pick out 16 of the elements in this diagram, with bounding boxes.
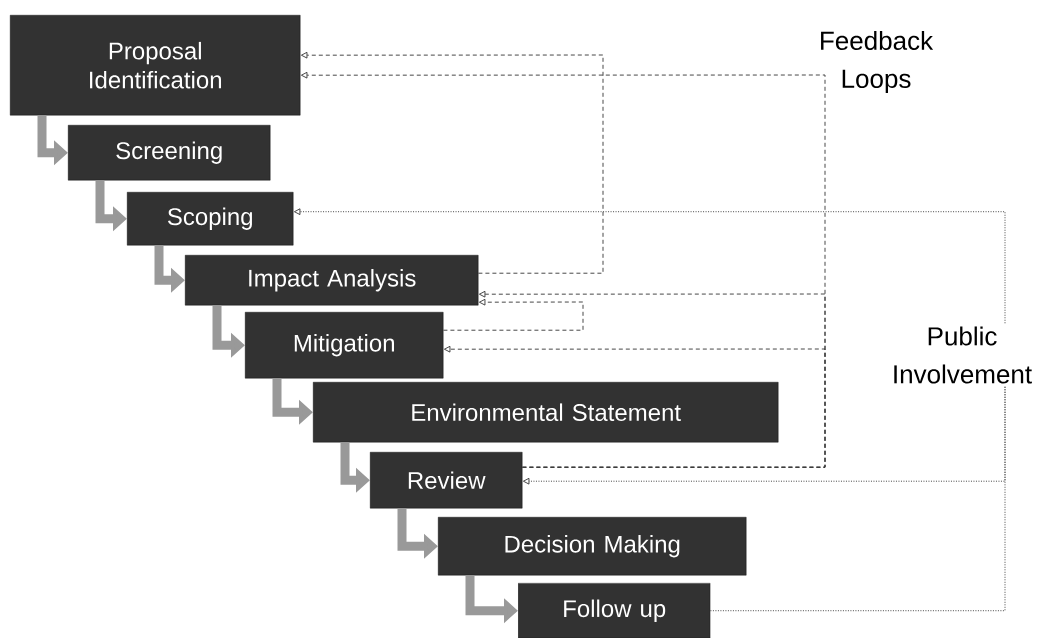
process-box: Scoping: [127, 192, 294, 246]
process-box: Review: [370, 452, 523, 509]
group-label: Public Involvement: [894, 326, 1032, 384]
group-label: Feedback Loops: [821, 30, 934, 94]
process-box: Environmental Statement: [313, 382, 779, 443]
process-box: Impact Analysis: [185, 255, 479, 306]
feedback-arrow: [293, 208, 1006, 324]
feedback-arrow: [522, 386, 1006, 485]
process-box: Proposal Identification: [10, 15, 301, 116]
process-box: Mitigation: [245, 312, 444, 379]
process-box: Follow up: [518, 583, 711, 638]
feedback-arrow: [443, 345, 826, 468]
process-box: Screening: [68, 125, 271, 181]
process-box: Decision Making: [438, 517, 747, 576]
feedback-arrow: [442, 298, 584, 331]
feedback-arrow: [300, 51, 604, 274]
